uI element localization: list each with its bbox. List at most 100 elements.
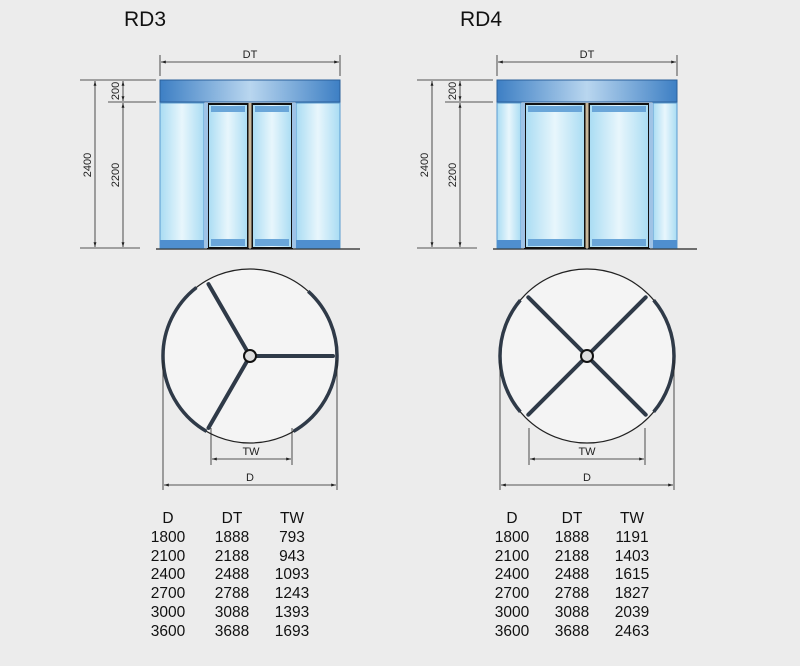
door-bottom-rail [592,239,646,246]
table-cell: 2400 [494,566,530,584]
table-cell: 2100 [150,547,186,565]
table-cell: 1888 [554,528,590,546]
door-top-rail [255,106,289,112]
table-cell: 2188 [554,547,590,565]
door-top-rail [592,106,646,112]
table-cell: 2700 [150,585,186,603]
rd3-title: RD3 [124,8,167,31]
table-cell: 2700 [494,585,530,603]
wing-plan [206,282,252,358]
table-cell: 2039 [614,603,650,621]
door-bottom-rail [528,239,582,246]
curved-wall-right [292,290,339,433]
center-post [585,103,589,248]
side-glass-panel [652,102,678,249]
table-cell: 2100 [494,547,530,565]
table-cell: 2788 [214,585,250,603]
table-cell: 3600 [494,622,530,640]
table-cell: 1693 [274,622,310,640]
center-shaft [580,349,594,363]
wing-plan [585,354,648,417]
table-cell: 1800 [150,528,186,546]
table-cell: 943 [279,547,305,565]
table-cell: 1827 [614,585,650,603]
door-wing [251,103,293,249]
table-cell: 3600 [150,622,186,640]
tw-label: TW [578,446,596,458]
door-bottom-rail [211,239,245,246]
side-glass-panel [496,102,522,249]
side-kickplate [296,240,340,248]
table-cell: 793 [279,528,305,546]
height-total-label: 2400 [419,153,431,177]
table-cell: 2188 [214,547,250,565]
table-cell: 3088 [554,603,590,621]
table-cell: 1093 [274,566,310,584]
door-top-rail [528,106,582,112]
canopy-header [496,79,678,103]
column-header: TW [619,510,645,527]
side-kickplate [497,240,521,248]
column-header: D [506,510,518,527]
column-header: DT [561,510,583,527]
rd4-title: RD4 [460,8,503,31]
table-cell: 3088 [214,603,250,621]
table-cell: 3688 [214,622,250,640]
dt-label: DT [580,49,595,61]
door-bottom-rail [255,239,289,246]
table-cell: 3000 [150,603,186,621]
height-top-label: 200 [447,82,459,100]
d-label: D [246,472,254,484]
side-glass-panel [159,102,205,249]
table-cell: 1800 [494,528,530,546]
curved-wall-right [652,298,676,414]
center-shaft [243,349,257,363]
table-cell: 1243 [274,585,310,603]
table-cell: 3000 [494,603,530,621]
table-cell: 1615 [614,566,650,584]
column-header: D [162,510,174,527]
wing-plan [526,295,589,358]
door-wing [524,103,586,249]
door-post [649,103,653,248]
table-cell: 2488 [554,566,590,584]
table-cell: 3688 [554,622,590,640]
height-door-label: 2200 [110,163,122,187]
center-post [248,103,252,248]
dt-label: DT [243,49,258,61]
wing-plan [206,354,252,430]
side-kickplate [160,240,204,248]
side-glass-panel [295,102,341,249]
column-header: TW [279,510,305,527]
table-cell: 1393 [274,603,310,621]
door-top-rail [211,106,245,112]
door-post [204,103,208,248]
column-header: DT [221,510,243,527]
door-post [292,103,296,248]
door-wing [588,103,650,249]
height-total-label: 2400 [82,153,94,177]
tw-label: TW [242,446,260,458]
table-cell: 2400 [150,566,186,584]
d-label: D [583,472,591,484]
height-door-label: 2200 [447,163,459,187]
table-cell: 1403 [614,547,650,565]
table-cell: 2463 [614,622,650,640]
door-wing [207,103,249,249]
door-post [521,103,525,248]
table-cell: 2488 [214,566,250,584]
height-top-label: 200 [110,82,122,100]
wing-plan [585,295,648,358]
canopy-header [159,79,341,103]
wing-plan [526,354,589,417]
table-cell: 1191 [615,528,649,546]
